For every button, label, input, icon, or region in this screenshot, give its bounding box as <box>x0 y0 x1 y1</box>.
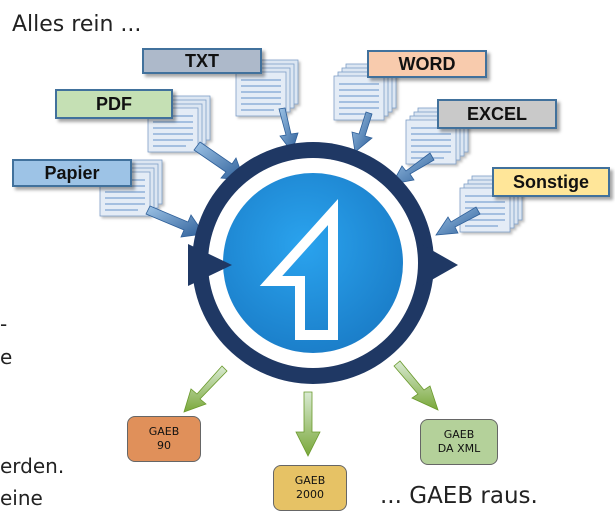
output-box-line: DA XML <box>437 442 481 455</box>
output-box-gaeb-90: GAEB 90 <box>127 416 201 462</box>
input-arrow-word <box>351 111 373 153</box>
cut-text-fragment: - <box>0 312 8 336</box>
output-box-gaeb-da-xml: GAEB DA XML <box>420 419 498 465</box>
input-arrow-sonstige <box>435 206 481 236</box>
format-label-sonstige: Sonstige <box>492 167 610 197</box>
output-arrow-gaeb-da-xml <box>393 360 439 411</box>
output-box-gaeb-2000: GAEB 2000 <box>273 465 347 511</box>
format-label-txt: TXT <box>142 48 262 74</box>
output-arrows <box>183 360 439 457</box>
caption-output: ... GAEB raus. <box>380 483 538 509</box>
output-arrow-gaeb-2000 <box>295 391 321 457</box>
output-box-line: 90 <box>157 439 171 452</box>
cut-text-fragment: erden. <box>0 454 65 478</box>
input-arrow-papier <box>145 205 205 238</box>
input-arrow-txt <box>278 107 299 153</box>
logo-center-disc <box>223 173 403 353</box>
output-box-line: GAEB <box>443 428 475 441</box>
input-arrows <box>145 107 481 238</box>
output-arrow-gaeb-90 <box>183 365 228 413</box>
cut-text-fragment: e <box>0 345 13 369</box>
logo-numeral-one-icon <box>259 198 338 340</box>
output-box-line: GAEB <box>148 425 180 438</box>
format-label-excel: EXCEL <box>437 99 557 129</box>
logo-right-triangle <box>421 244 458 286</box>
input-arrow-excel <box>391 152 435 185</box>
output-box-line: GAEB <box>294 474 326 487</box>
logo-emblem <box>188 142 458 384</box>
format-label-papier: Papier <box>12 159 132 187</box>
format-label-word: WORD <box>367 50 487 78</box>
cut-text-fragment: eine <box>0 486 43 510</box>
logo-left-triangle <box>188 244 232 286</box>
caption-input: Alles rein ... <box>12 12 142 37</box>
output-box-line: 2000 <box>296 488 324 501</box>
format-label-pdf: PDF <box>55 89 173 119</box>
